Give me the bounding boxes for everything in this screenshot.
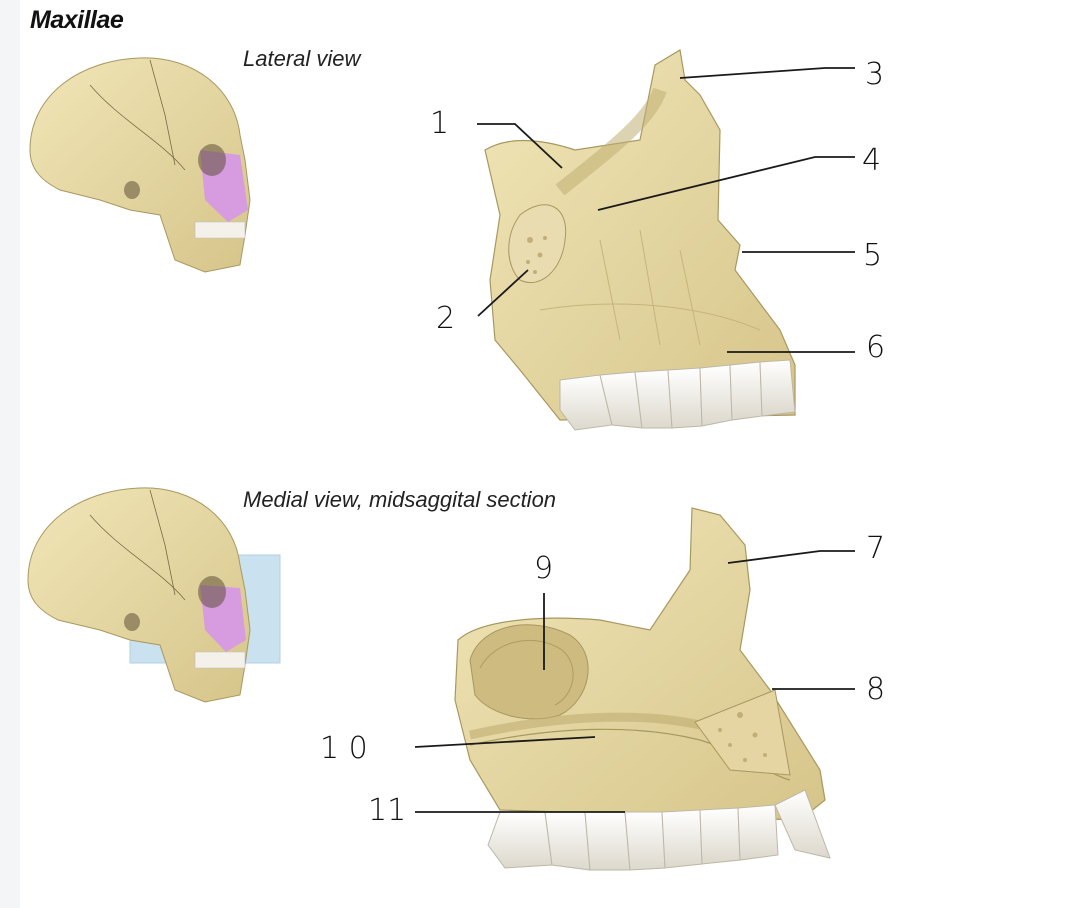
callout-8: 8: [866, 672, 885, 707]
maxilla-lateral: [484, 49, 796, 431]
teeth-row: [194, 651, 246, 669]
callout-3: 3: [865, 57, 884, 92]
callout-1: 1: [430, 106, 449, 141]
frontal-process-ridge: [555, 87, 667, 196]
skull-medial-thumbnail: [27, 487, 281, 703]
callout-10: 1 0: [320, 731, 368, 766]
callout-numbers: 1 2 3 4 5 6 7 8 9 1 0 11: [320, 57, 885, 828]
teeth-medial: [487, 789, 831, 871]
zygomatic-process: [508, 204, 567, 284]
page-margin-strip: [0, 0, 20, 908]
page-title: Maxillae: [30, 6, 124, 34]
callout-11: 11: [368, 793, 406, 828]
ear-canal: [124, 181, 140, 199]
teeth-lateral: [559, 359, 796, 431]
orbit: [198, 144, 226, 176]
lateral-view-label: Lateral view: [243, 46, 361, 71]
teeth-row: [194, 221, 246, 239]
callout-6: 6: [866, 330, 885, 365]
callout-2: 2: [436, 301, 455, 336]
skull-lateral-thumbnail: [29, 57, 251, 273]
maxillary-sinus: [469, 624, 589, 720]
callout-4: 4: [862, 143, 881, 178]
maxilla-lateral-body: [484, 49, 796, 421]
callout-9: 9: [534, 551, 553, 586]
ear-canal: [124, 613, 140, 631]
leader-lines: [414, 67, 855, 813]
callout-5: 5: [863, 238, 882, 273]
medial-view-label: Medial view, midsaggital section: [243, 487, 557, 512]
maxilla-medial: [454, 507, 831, 871]
callout-7: 7: [866, 531, 885, 566]
orbit: [198, 576, 226, 608]
